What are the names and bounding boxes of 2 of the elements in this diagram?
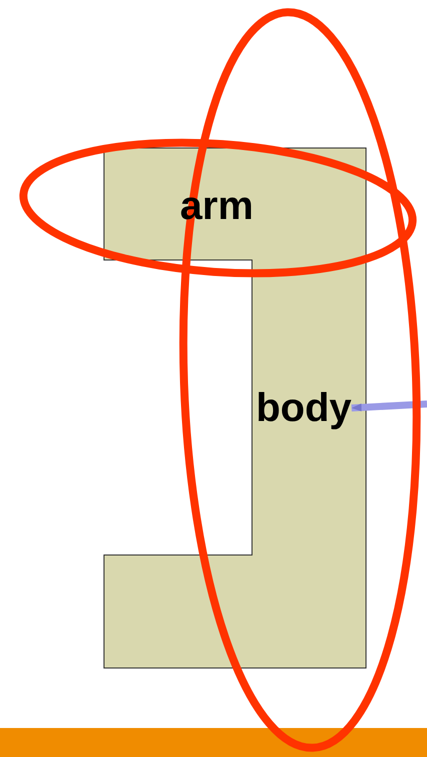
- part-label: body: [256, 386, 352, 430]
- arrow: [351, 400, 427, 412]
